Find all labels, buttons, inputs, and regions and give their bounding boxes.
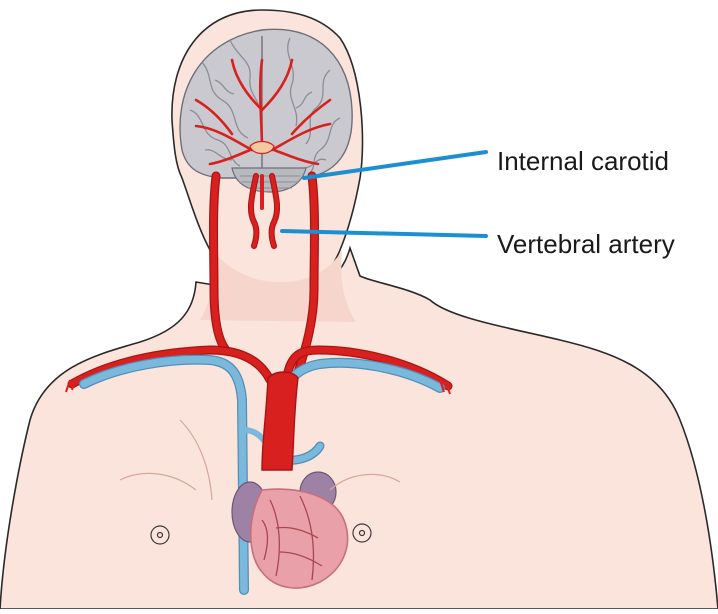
aorta [262,372,298,470]
torso-outline [0,248,718,609]
internal-carotid-label: Internal carotid [497,148,669,174]
vertebral-artery-label: Vertebral artery [497,231,675,257]
